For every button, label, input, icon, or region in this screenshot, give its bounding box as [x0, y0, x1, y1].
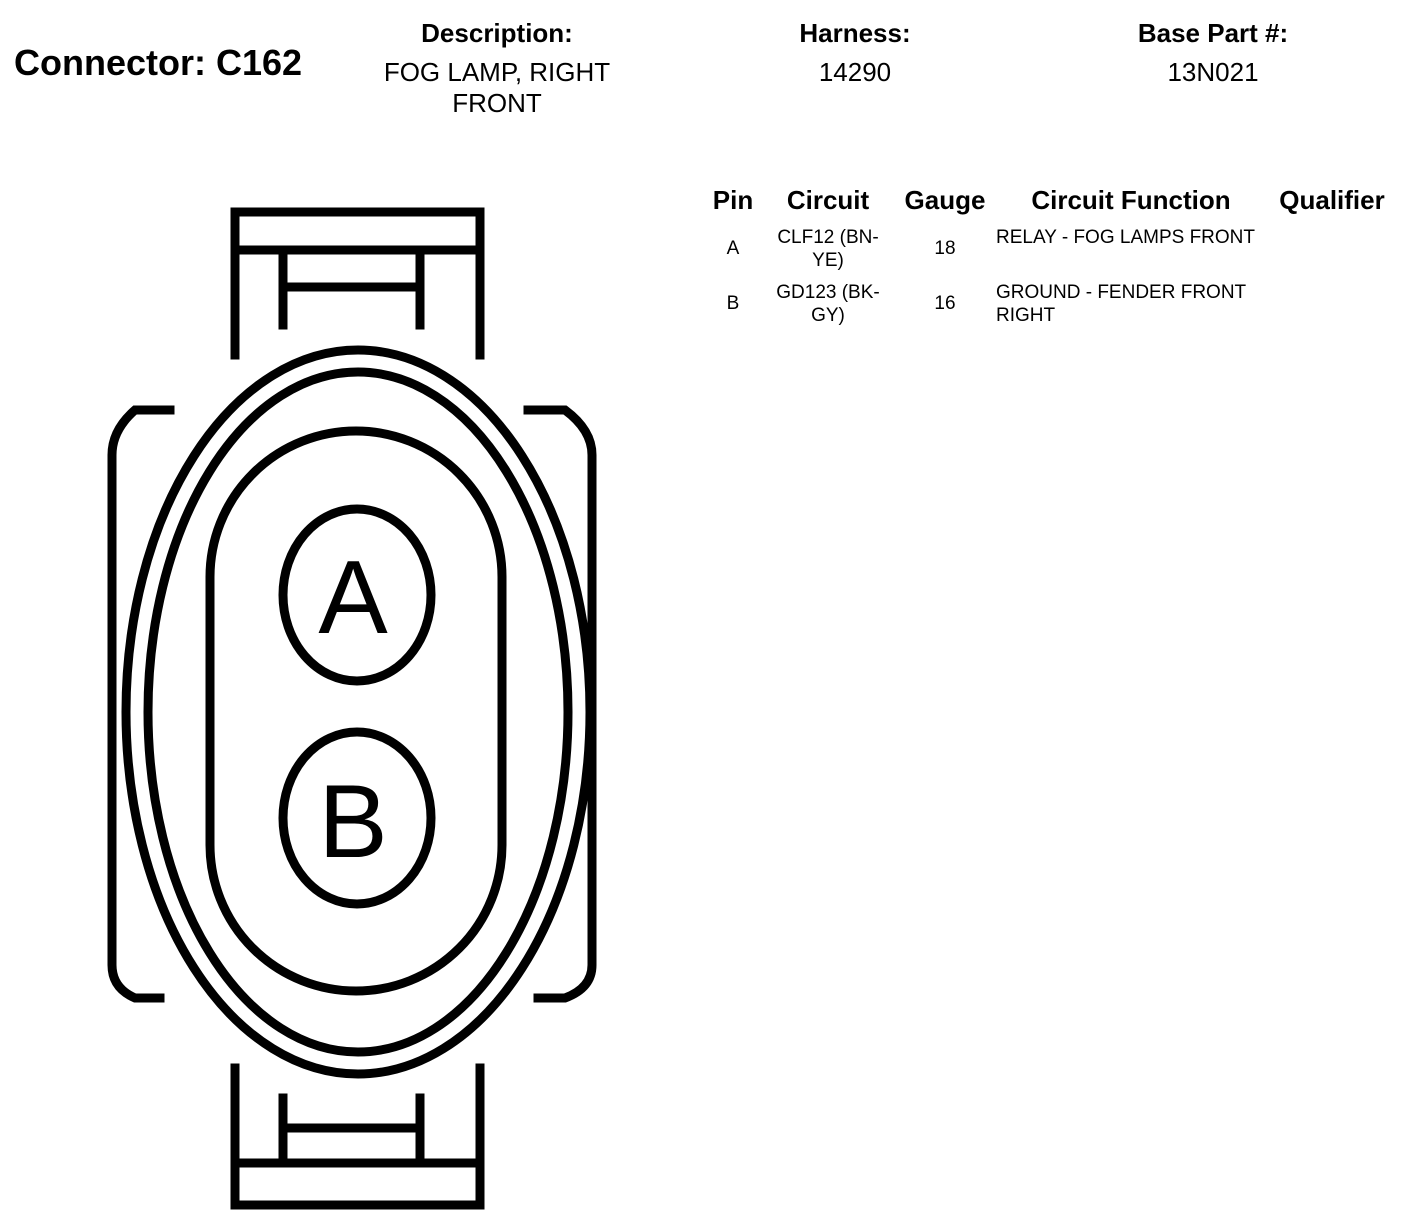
base-part-value: 13N021 [1167, 57, 1259, 87]
right-side-tab [523, 405, 597, 1003]
description-value: FOG LAMP, RIGHT FRONT [383, 57, 611, 118]
pin-cavity [205, 426, 507, 996]
table-row-a-function: RELAY - FOG LAMPS FRONT [996, 227, 1256, 248]
connector-title: Connector: C162 [14, 42, 303, 83]
base-part-label: Base Part #: [1137, 18, 1289, 48]
table-row-a-pin: A [726, 238, 740, 259]
table-row-a-gauge: 18 [934, 238, 956, 259]
pin-b-label: B [318, 764, 387, 880]
harness-value: 14290 [818, 57, 892, 87]
bottom-latch [230, 1063, 485, 1210]
column-header-circuit-function: Circuit Function [1031, 185, 1231, 215]
top-latch [230, 207, 485, 360]
table-row-b-circuit: GD123 (BK-GY) [776, 282, 880, 326]
column-header-gauge: Gauge [904, 185, 986, 215]
column-header-qualifier: Qualifier [1279, 185, 1385, 215]
pin-b-ring [278, 727, 436, 909]
table-row-b-gauge: 16 [934, 293, 956, 314]
table-row-a-circuit: CLF12 (BN-YE) [777, 227, 879, 271]
table-row-b-pin: B [726, 293, 740, 314]
pin-a-ring [278, 504, 436, 686]
inner-housing [143, 367, 573, 1057]
description-label: Description: [421, 18, 573, 48]
column-header-pin: Pin [712, 185, 754, 215]
left-side-tab [107, 405, 175, 1003]
pin-a-label: A [318, 540, 388, 656]
table-row-b-function: GROUND - FENDER FRONT RIGHT [996, 282, 1246, 326]
column-header-circuit: Circuit [786, 185, 870, 215]
outer-housing [121, 345, 595, 1079]
harness-label: Harness: [799, 18, 911, 48]
